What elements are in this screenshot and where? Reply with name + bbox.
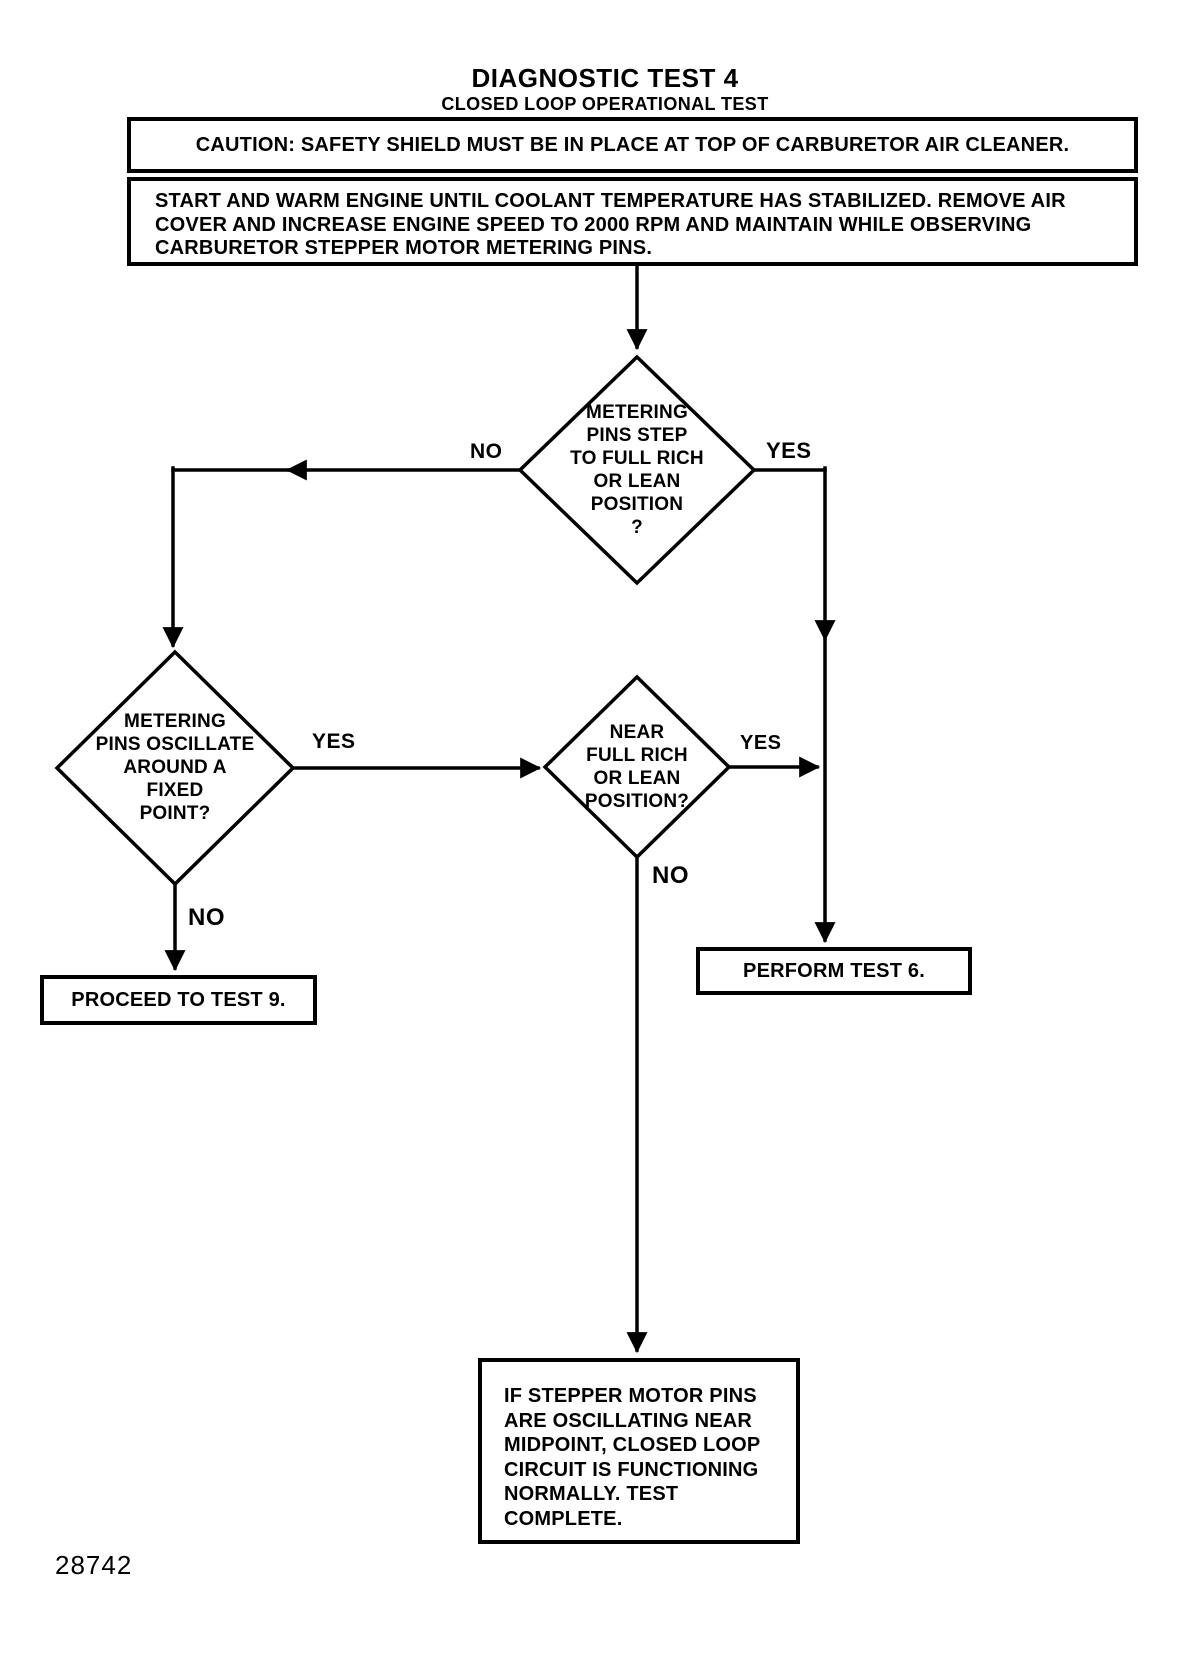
- decision-pins-step-label: METERING PINS STEP TO FULL RICH OR LEAN …: [570, 402, 704, 538]
- figure-number: 28742: [55, 1550, 133, 1580]
- decision-pins-oscillate-label: METERING PINS OSCILLATE AROUND A FIXED P…: [95, 711, 255, 824]
- pins-step-yes-label: YES: [766, 438, 812, 463]
- near-full-rich-yes-label: YES: [740, 732, 782, 754]
- pins-step-no-label: NO: [470, 440, 503, 463]
- caution-box: CAUTION: SAFETY SHIELD MUST BE IN PLACE …: [127, 117, 1138, 173]
- proceed-test9-text: PROCEED TO TEST 9.: [71, 988, 286, 1011]
- test-complete-box: IF STEPPER MOTOR PINS ARE OSCILLATING NE…: [478, 1358, 800, 1544]
- perform-test6-box: PERFORM TEST 6.: [696, 947, 972, 995]
- page-title: DIAGNOSTIC TEST 4: [471, 63, 739, 93]
- decision-near-full-rich-label: NEAR FULL RICH OR LEAN POSITION?: [584, 722, 690, 812]
- proceed-test9-box: PROCEED TO TEST 9.: [40, 975, 317, 1025]
- near-full-rich-no-label: NO: [652, 862, 689, 889]
- page-header: DIAGNOSTIC TEST 4 CLOSED LOOP OPERATIONA…: [255, 64, 955, 114]
- pins-oscillate-no-label: NO: [188, 904, 225, 931]
- pins-oscillate-yes-label: YES: [312, 730, 356, 753]
- caution-text: CAUTION: SAFETY SHIELD MUST BE IN PLACE …: [195, 133, 1070, 156]
- edge-pins-step-no-corner: [171, 466, 295, 472]
- perform-test6-text: PERFORM TEST 6.: [743, 959, 925, 982]
- start-instructions-box: START AND WARM ENGINE UNTIL COOLANT TEMP…: [127, 177, 1138, 266]
- page-subtitle: CLOSED LOOP OPERATIONAL TEST: [441, 93, 769, 114]
- decision-pins-step-diamond: [517, 354, 757, 586]
